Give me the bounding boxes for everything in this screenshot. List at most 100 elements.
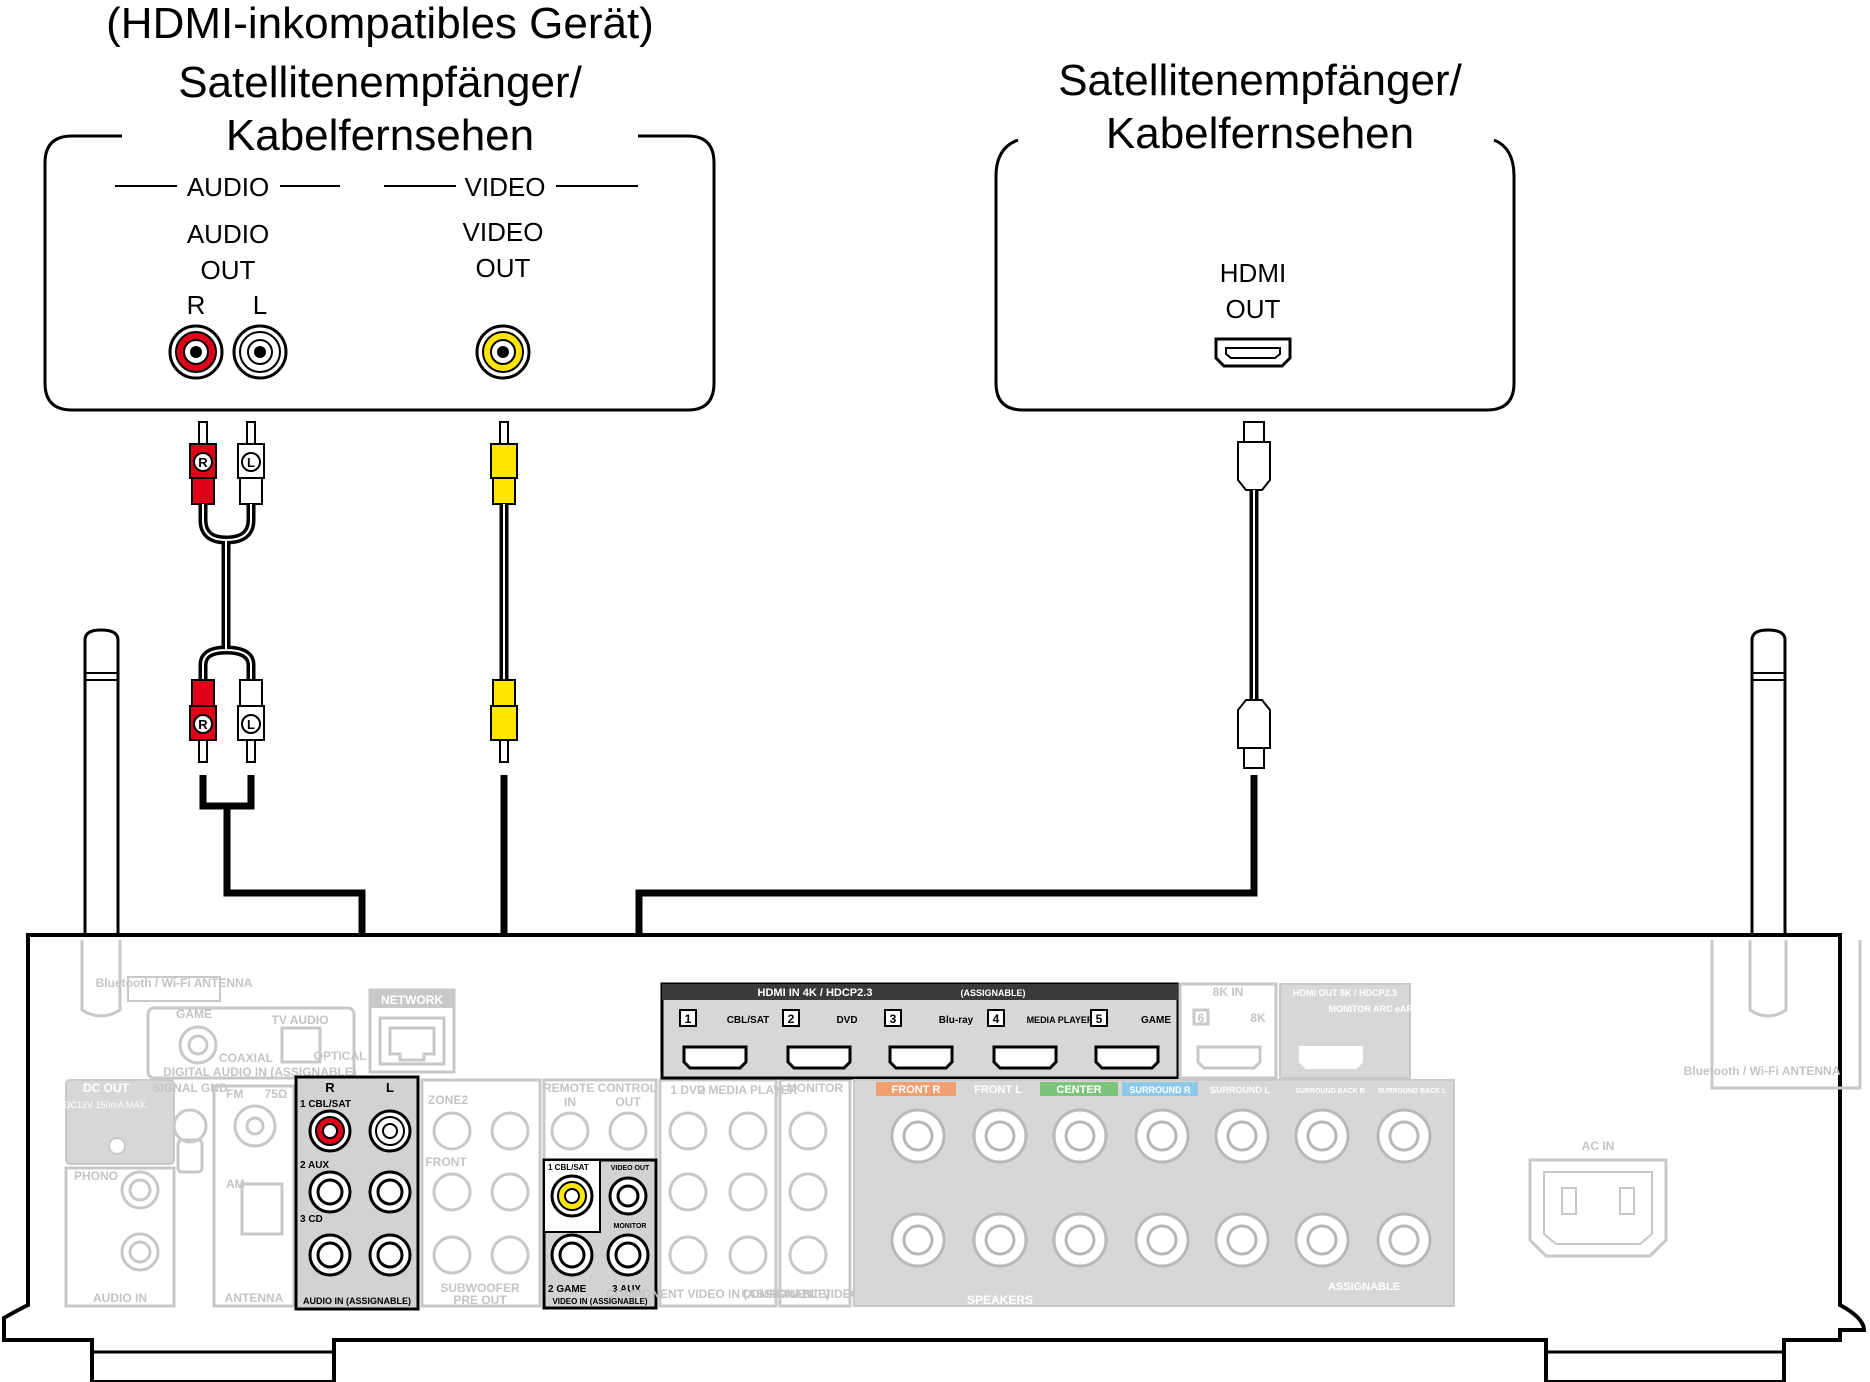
hdmi-in-1-name: CBL/SAT bbox=[727, 1015, 770, 1026]
channel-r-label: R bbox=[187, 290, 206, 320]
hdmi-in-5-name: GAME bbox=[1141, 1015, 1171, 1026]
video-out-label-line1: VIDEO bbox=[463, 217, 544, 247]
video-group-label: VIDEO bbox=[465, 172, 546, 202]
comp-video-in-label: COMPONENT VIDEO IN (ASSIGNABLE) bbox=[606, 1287, 830, 1301]
audio-in-row2-label: 2 AUX bbox=[300, 1160, 329, 1171]
audio-in-panel: R L 1 CBL/SAT 2 AUX 3 CD AUDIO IN (ASSIG… bbox=[294, 1075, 420, 1311]
hdmi-out-sub: MONITOR ARC eARC bbox=[1328, 1004, 1420, 1014]
audio-in-assignable-label: AUDIO IN (ASSIGNABLE) bbox=[303, 1296, 411, 1306]
hdmi-in-assignable: (ASSIGNABLE) bbox=[961, 988, 1026, 998]
audio-out-r-jack bbox=[168, 324, 224, 380]
audio-out-label-line1: AUDIO bbox=[187, 219, 269, 249]
bottom-plug-r-label: R bbox=[198, 717, 208, 732]
top-plug-r-label: R bbox=[198, 455, 208, 470]
fm-label: FM bbox=[226, 1087, 243, 1101]
remote-out-label: OUT bbox=[615, 1095, 641, 1109]
right-device-title-line1: Satellitenempfänger/ bbox=[1058, 56, 1462, 105]
am-label: AM bbox=[226, 1177, 245, 1191]
speakers-label: SPEAKERS bbox=[967, 1293, 1033, 1307]
hdmi-in-3-num: 3 bbox=[890, 1012, 897, 1026]
hdmi-8k-header: 8K IN bbox=[1213, 985, 1244, 999]
audio-in-row1-label: 1 CBL/SAT bbox=[300, 1099, 351, 1110]
video-out-small-label: VIDEO OUT bbox=[611, 1165, 650, 1172]
hdmi-in-header: HDMI IN 4K / HDCP2.3 bbox=[758, 987, 873, 999]
left-device-qualifier: (HDMI-inkompatibles Gerät) bbox=[106, 0, 654, 48]
component-in-panel bbox=[658, 1078, 778, 1308]
comp-media-label: 2 MEDIA PLAYER bbox=[698, 1083, 797, 1097]
assignable-label: ASSIGNABLE bbox=[1328, 1281, 1400, 1293]
audio-rca-cable: R L R L bbox=[189, 421, 376, 1109]
audio-in-l-label: L bbox=[386, 1080, 394, 1095]
bottom-plug-r bbox=[189, 679, 217, 763]
speakers-surround-r-label: SURROUND R bbox=[1129, 1085, 1191, 1095]
video-out-label-line2: OUT bbox=[476, 253, 531, 283]
speakers-surround-l-label: SURROUND L bbox=[1210, 1085, 1271, 1095]
hdmi-out-label-line1: HDMI bbox=[1220, 258, 1286, 288]
ac-in-label: AC IN bbox=[1582, 1139, 1615, 1153]
left-antenna bbox=[83, 628, 120, 992]
hdmi-in-1-num: 1 bbox=[685, 1012, 692, 1026]
antenna-label: ANTENNA bbox=[225, 1291, 284, 1305]
video-in-panel: 1 CBL/SAT VIDEO OUT MONITOR 2 GAME 3 AUX… bbox=[542, 1158, 658, 1310]
dc-out-label: DC OUT bbox=[83, 1081, 130, 1095]
component-out-panel bbox=[778, 1078, 852, 1308]
ac-in-socket bbox=[1528, 1158, 1668, 1258]
digital-audio-panel bbox=[146, 1006, 356, 1080]
hdmi-8k-name: 8K bbox=[1250, 1011, 1266, 1025]
comp-dvd-label: 1 DVD bbox=[670, 1083, 706, 1097]
audio-group-label: AUDIO bbox=[187, 172, 269, 202]
top-plug-r bbox=[189, 421, 217, 505]
left-device-box bbox=[43, 134, 716, 412]
audio-in-gray-label: AUDIO IN bbox=[93, 1291, 147, 1305]
top-plug-l-label: L bbox=[247, 455, 255, 470]
hdmi-in-5-num: 5 bbox=[1096, 1012, 1103, 1026]
speakers-center-label: CENTER bbox=[1056, 1084, 1101, 1096]
left-device-title-line2: Kabelfernsehen bbox=[226, 111, 534, 160]
right-device-title-line2: Kabelfernsehen bbox=[1106, 109, 1414, 158]
comp-video-out-label: COMPONENT VIDEO OUT bbox=[741, 1287, 889, 1301]
hdmi-8k-panel bbox=[1178, 982, 1278, 1080]
video-in-game-label: 2 GAME bbox=[548, 1284, 587, 1295]
optical-label: OPTICAL bbox=[314, 1049, 367, 1063]
hdmi-8k-num: 6 bbox=[1198, 1011, 1205, 1025]
speakers-front-r-label: FRONT R bbox=[892, 1084, 941, 1096]
network-label: NETWORK bbox=[381, 993, 443, 1007]
hdmi-out-label-line2: OUT bbox=[1226, 294, 1281, 324]
signal-gnd-label: SIGNAL GND bbox=[152, 1081, 227, 1095]
speakers-front-l-label: FRONT L bbox=[974, 1084, 1022, 1096]
dc-spec-label: DC12V 150mA MAX. bbox=[64, 1100, 148, 1110]
left-source-device: (HDMI-inkompatibles Gerät) Satellitenemp… bbox=[43, 0, 716, 412]
game-label: GAME bbox=[176, 1007, 212, 1021]
antenna-panel bbox=[212, 1084, 296, 1308]
video-out-jack bbox=[475, 324, 531, 380]
zone2-label: ZONE2 bbox=[428, 1093, 468, 1107]
speakers-sb-l-label: SURROUND BACK L bbox=[1378, 1088, 1448, 1095]
audio-out-label-line2: OUT bbox=[201, 255, 256, 285]
hdmi-in-4-num: 4 bbox=[993, 1012, 1000, 1026]
right-antenna bbox=[1750, 628, 1787, 992]
hdmi-in-2-num: 2 bbox=[788, 1012, 795, 1026]
hdmi-in-4-name: MEDIA PLAYER bbox=[1027, 1015, 1094, 1025]
hdmi-out-header: HDMI OUT 8K / HDCP2.3 bbox=[1293, 988, 1397, 998]
bt-left-label: Bluetooth / Wi-Fi ANTENNA bbox=[96, 976, 253, 990]
video-in-aux-label: 3 AUX bbox=[612, 1284, 641, 1295]
remote-in-label: IN bbox=[564, 1095, 576, 1109]
right-source-device: Satellitenempfänger/ Kabelfernsehen HDMI… bbox=[994, 56, 1516, 412]
monitor-label: MONITOR bbox=[787, 1081, 844, 1095]
remote-control-label: REMOTE CONTROL bbox=[543, 1081, 657, 1095]
hdmi-in-3-name: Blu-ray bbox=[939, 1015, 974, 1026]
top-plug-l bbox=[237, 421, 265, 505]
video-in-cblsat-label: 1 CBL/SAT bbox=[548, 1163, 589, 1172]
av-receiver: Bluetooth / Wi-Fi ANTENNA Bluetooth / Wi… bbox=[2, 628, 1867, 1382]
left-device-title-line1: Satellitenempfänger/ bbox=[178, 58, 582, 107]
pre-out-label: PRE OUT bbox=[453, 1293, 507, 1307]
audio-in-r-label: R bbox=[325, 1080, 335, 1095]
video-in-assignable-label: VIDEO IN (ASSIGNABLE) bbox=[552, 1297, 647, 1306]
hdmi-out-port bbox=[1214, 337, 1292, 368]
audio-in-row3-label: 3 CD bbox=[300, 1214, 323, 1225]
phono-label: PHONO bbox=[74, 1169, 118, 1183]
ohm-label: 75Ω bbox=[265, 1087, 288, 1101]
channel-l-label: L bbox=[253, 290, 267, 320]
bt-right-label: Bluetooth / Wi-Fi ANTENNA bbox=[1684, 1064, 1841, 1078]
